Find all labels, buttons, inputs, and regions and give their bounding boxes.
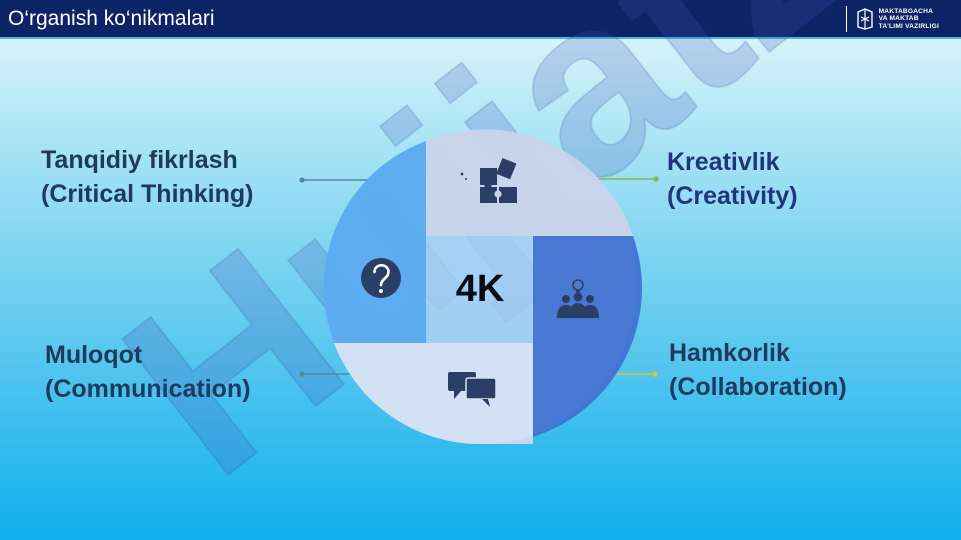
label-collaboration: Hamkorlik (Collaboration) [669, 336, 847, 404]
logo-line-1: MAKTABGACHA [878, 7, 934, 15]
question-icon [361, 258, 401, 298]
creativity-title: Kreativlik [667, 148, 780, 176]
logo-line-3: TA'LIMI VAZIRLIGI [878, 22, 939, 30]
quadrant-creativity [426, 129, 633, 236]
connector-collaboration-dot [652, 371, 658, 377]
quadrant-collaboration [480, 236, 642, 445]
critical-thinking-subtitle: (Critical Thinking) [41, 180, 254, 208]
connector-creativity-dot [653, 176, 659, 182]
header-bar: O‘rganish ko‘nikmalari MAKTABGACHA VA MA… [0, 0, 961, 39]
center-label-4k: 4K [456, 268, 505, 310]
collaboration-title: Hamkorlik [669, 339, 790, 367]
page-title: O‘rganish ko‘nikmalari [8, 7, 215, 30]
logo-text: MAKTABGACHA VA MAKTAB TA'LIMI VAZIRLIGI [879, 8, 939, 31]
connector-communication-dot [299, 371, 305, 377]
label-creativity: Kreativlik (Creativity) [667, 145, 798, 213]
book-emblem-icon [856, 8, 873, 30]
logo-line-2: VA MAKTAB [878, 15, 919, 23]
critical-thinking-title: Tanqidiy fikrlash [41, 146, 238, 174]
ministry-logo: MAKTABGACHA VA MAKTAB TA'LIMI VAZIRLIGI [845, 6, 939, 32]
chat-bubbles-icon [448, 372, 497, 407]
logo-divider [845, 6, 847, 32]
label-communication: Muloqot (Communication) [45, 338, 251, 406]
team-icon [557, 279, 599, 318]
quadrant-communication [334, 343, 533, 444]
communication-subtitle: (Communication) [45, 375, 251, 403]
center-panel [426, 236, 533, 343]
communication-title: Muloqot [45, 341, 143, 369]
quadrant-critical-thinking [323, 141, 426, 343]
connector-critical-dot [299, 177, 305, 183]
collaboration-subtitle: (Collaboration) [669, 373, 847, 401]
creativity-subtitle: (Creativity) [667, 182, 798, 210]
label-critical-thinking: Tanqidiy fikrlash (Critical Thinking) [41, 143, 254, 211]
puzzle-icon [460, 157, 517, 203]
